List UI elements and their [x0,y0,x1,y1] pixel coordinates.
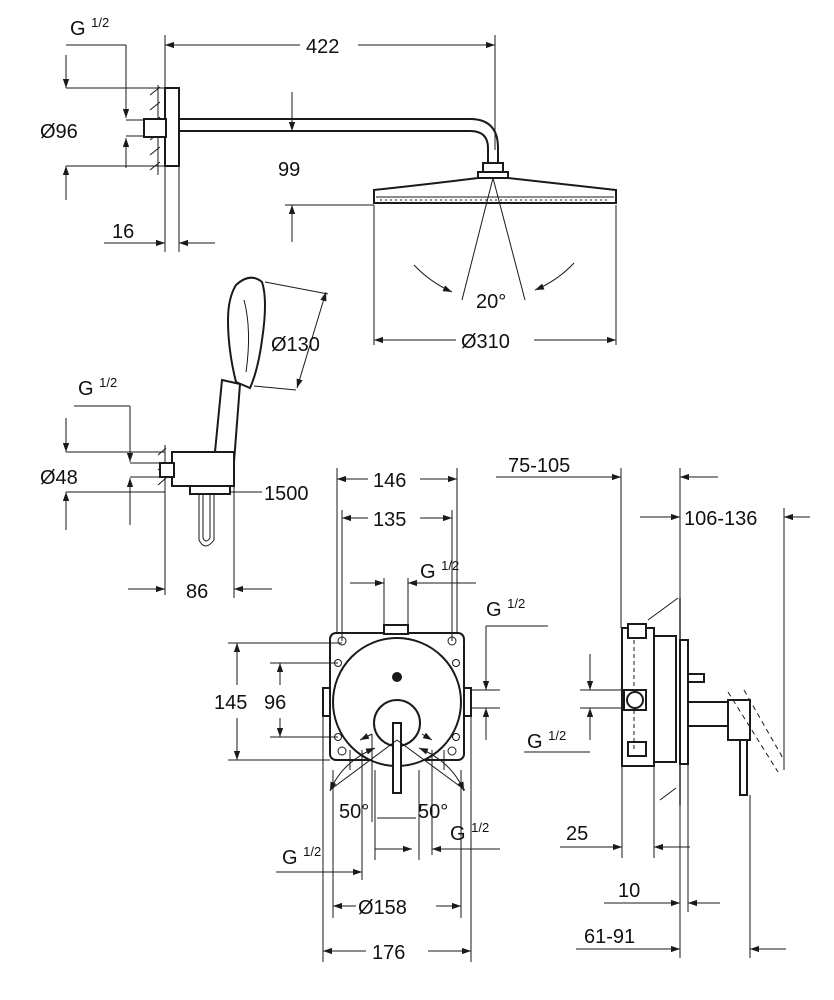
mixer-front-view: 50° 50° 146 135 G 1/2 G 1/2 145 [214,468,548,964]
dim-86-label: 86 [186,581,208,603]
dim-99-label: 99 [278,159,300,181]
wall-flange [164,87,180,167]
valve-cap-top [627,623,647,639]
valve-cap-bottom [627,741,647,757]
mixer-side-view: 75-105 106-136 G 1/2 25 10 61-91 [496,455,810,958]
dim-10-label: 10 [618,880,640,902]
shower-head-neck [482,162,504,173]
dim-96-label: 96 [264,692,286,714]
mixer-lever [392,722,402,794]
wall-hatch-side [647,597,679,801]
lever-side [739,739,748,796]
dim-75-105-label: 75-105 [508,455,570,477]
overhead-shower-view: G 1/2 Ø96 422 99 16 20° [40,15,617,353]
angle-20-label: 20° [476,291,506,313]
spindle-side [687,701,729,727]
diameter-310-label: Ø310 [461,331,510,353]
box-ear-left [322,687,331,717]
escutcheon-side [679,639,689,765]
thread-box-bottom-right-label: G 1/2 [450,820,489,845]
hand-shower-handle [212,378,242,463]
hand-shower-bracket [189,485,231,495]
diverter-button [392,672,402,682]
thread-box-bottom-left-label: G 1/2 [282,844,321,869]
angle-50-right-label: 50° [418,801,448,823]
dim-61-91-label: 61-91 [584,926,635,948]
dim-135-label: 135 [373,509,406,531]
dim-176-label: 176 [372,942,405,964]
thread-top-label: G 1/2 [70,15,109,40]
hand-shower-head [226,276,266,390]
hand-shower-hose [198,494,215,547]
thread-box-right-label: G 1/2 [486,596,525,621]
hand-shower-view: Ø130 G 1/2 Ø48 1500 86 [40,276,329,603]
box-side [653,635,677,763]
shower-arm [178,118,499,164]
dim-145-label: 145 [214,692,247,714]
diameter-130-label: Ø130 [271,334,320,356]
wall-connector [143,118,167,138]
knob-side [727,699,751,741]
box-ear-right [463,687,472,717]
thread-hand-label: G 1/2 [78,375,117,400]
angle-50-left-label: 50° [339,801,369,823]
dim-16-label: 16 [112,221,134,243]
dim-106-136-label: 106-136 [684,508,757,530]
dim-1500-label: 1500 [264,483,309,505]
hand-shower-outlet [159,462,175,478]
shower-head [373,177,617,204]
diverter-side [687,673,705,683]
diameter-158-label: Ø158 [358,897,407,919]
thread-box-top-label: G 1/2 [420,558,459,583]
box-top-outlet [383,624,409,635]
dim-422-label: 422 [306,36,339,58]
diameter-96-label: Ø96 [40,121,78,143]
dim-146-label: 146 [373,470,406,492]
dim-25-label: 25 [566,823,588,845]
thread-side-label: G 1/2 [527,728,566,753]
hand-shower-holder [171,451,235,487]
diameter-48-label: Ø48 [40,467,78,489]
